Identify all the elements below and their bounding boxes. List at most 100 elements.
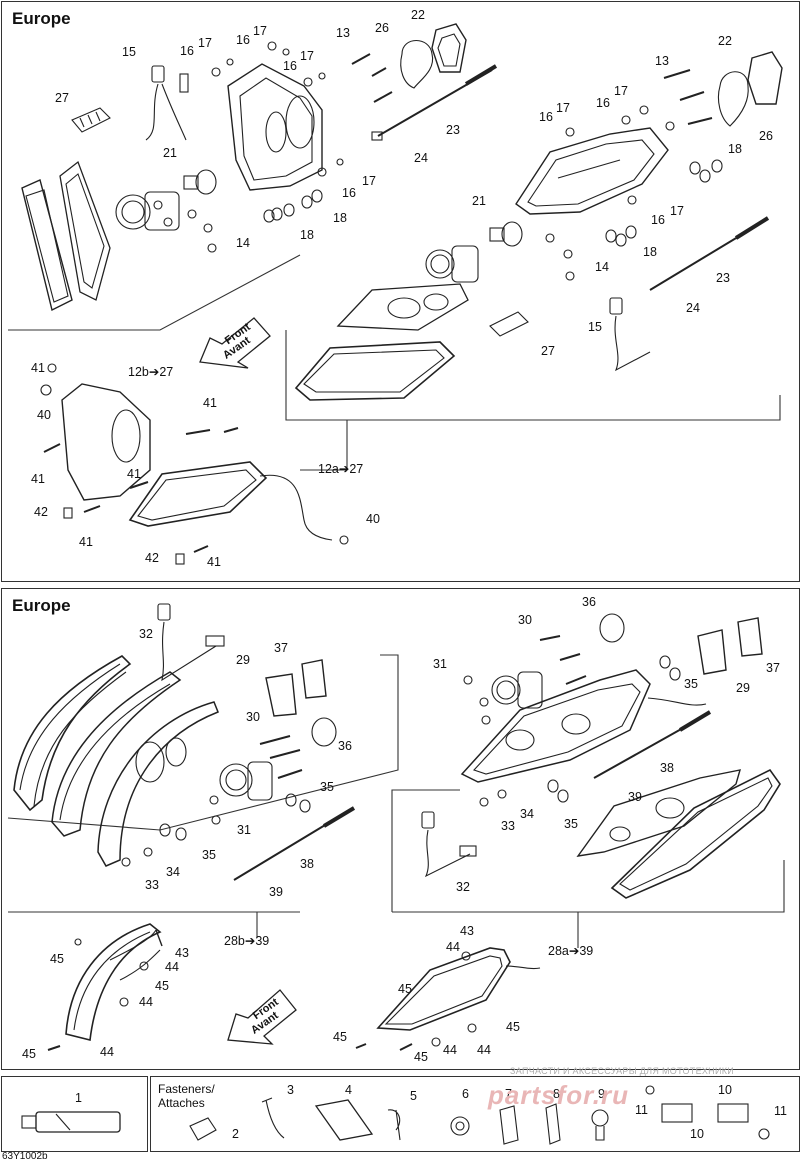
- callout: 17: [300, 49, 314, 63]
- callout: 45: [506, 1020, 520, 1034]
- callout: 37: [274, 641, 288, 655]
- callout: 36: [582, 595, 596, 609]
- legend-item: 5: [410, 1089, 417, 1103]
- callout: 42: [145, 551, 159, 565]
- callout: 44: [446, 940, 460, 954]
- watermark-text: ЗАПЧАСТИ И АКСЕССУАРЫ ДЛЯ МОТОТЕХНИКИ: [510, 1066, 735, 1076]
- callout: 30: [518, 613, 532, 627]
- callout: 26: [375, 21, 389, 35]
- callout: 41: [79, 535, 93, 549]
- callout: 29: [736, 681, 750, 695]
- callout: 14: [236, 236, 250, 250]
- callout: 35: [564, 817, 578, 831]
- callout: 44: [165, 960, 179, 974]
- callout: 35: [320, 780, 334, 794]
- callout: 17: [253, 24, 267, 38]
- callout: 16: [651, 213, 665, 227]
- legend-item: 7: [505, 1087, 512, 1101]
- callout: 44: [477, 1043, 491, 1057]
- callout: 23: [446, 123, 460, 137]
- legend-item: 11: [635, 1103, 648, 1117]
- callout: 41: [31, 361, 45, 375]
- callout: 29: [236, 653, 250, 667]
- callout: 26: [759, 129, 773, 143]
- top-section-title: Europe: [12, 9, 71, 28]
- legend-box-left: [1, 1076, 148, 1152]
- callout: 34: [520, 807, 534, 821]
- callout: 41: [207, 555, 221, 569]
- callout: 40: [37, 408, 51, 422]
- callout: 45: [50, 952, 64, 966]
- ref-12b: 12b➔27: [128, 365, 174, 379]
- callout: 34: [166, 865, 180, 879]
- legend-item: 11: [774, 1104, 787, 1118]
- callout: 35: [684, 677, 698, 691]
- callout: 42: [34, 505, 48, 519]
- callout: 45: [414, 1050, 428, 1064]
- callout: 21: [163, 146, 177, 160]
- callout: 45: [398, 982, 412, 996]
- callout: 36: [338, 739, 352, 753]
- legend-item: 4: [345, 1083, 352, 1097]
- fasteners-title-line1: Fasteners/: [158, 1082, 215, 1096]
- top-panel: [1, 1, 800, 582]
- callout: 33: [501, 819, 515, 833]
- legend-item: 2: [232, 1127, 239, 1141]
- callout: 37: [766, 661, 780, 675]
- callout: 21: [472, 194, 486, 208]
- ref-28b: 28b➔39: [224, 934, 270, 948]
- callout: 35: [202, 848, 216, 862]
- callout: 38: [660, 761, 674, 775]
- ref-28a: 28a➔39: [548, 944, 594, 958]
- callout: 45: [333, 1030, 347, 1044]
- legend-item: 9: [598, 1087, 605, 1101]
- callout: 18: [728, 142, 742, 156]
- callout: 32: [139, 627, 153, 641]
- callout: 13: [655, 54, 669, 68]
- callout: 16: [596, 96, 610, 110]
- callout: 27: [55, 91, 69, 105]
- callout: 32: [456, 880, 470, 894]
- callout: 17: [198, 36, 212, 50]
- callout: 18: [300, 228, 314, 242]
- callout: 17: [556, 101, 570, 115]
- fasteners-title: Fasteners/ Attaches: [158, 1082, 215, 1110]
- callout: 45: [155, 979, 169, 993]
- legend-item: 6: [462, 1087, 469, 1101]
- callout: 16: [180, 44, 194, 58]
- watermark-logo: partsfor.ru: [488, 1080, 630, 1110]
- callout: 24: [414, 151, 428, 165]
- ref-12a: 12a➔27: [318, 462, 364, 476]
- callout: 38: [300, 857, 314, 871]
- callout: 41: [127, 467, 141, 481]
- bottom-panel: [1, 588, 800, 1070]
- callout: 14: [595, 260, 609, 274]
- callout: 18: [333, 211, 347, 225]
- callout: 44: [443, 1043, 457, 1057]
- callout: 44: [100, 1045, 114, 1059]
- callout: 31: [433, 657, 447, 671]
- bottom-section-title: Europe: [12, 596, 71, 615]
- callout: 44: [139, 995, 153, 1009]
- legend-item-1: 1: [75, 1091, 82, 1105]
- legend-item: 10: [718, 1083, 732, 1097]
- callout: 22: [411, 8, 425, 22]
- callout: 43: [175, 946, 189, 960]
- callout: 41: [31, 472, 45, 486]
- callout: 16: [539, 110, 553, 124]
- callout: 39: [269, 885, 283, 899]
- callout: 16: [283, 59, 297, 73]
- callout: 23: [716, 271, 730, 285]
- callout: 31: [237, 823, 251, 837]
- callout: 45: [22, 1047, 36, 1061]
- callout: 18: [643, 245, 657, 259]
- callout: 30: [246, 710, 260, 724]
- callout: 40: [366, 512, 380, 526]
- fasteners-title-line2: Attaches: [158, 1096, 205, 1110]
- callout: 27: [541, 344, 555, 358]
- callout: 24: [686, 301, 700, 315]
- callout: 16: [342, 186, 356, 200]
- callout: 17: [362, 174, 376, 188]
- callout: 17: [614, 84, 628, 98]
